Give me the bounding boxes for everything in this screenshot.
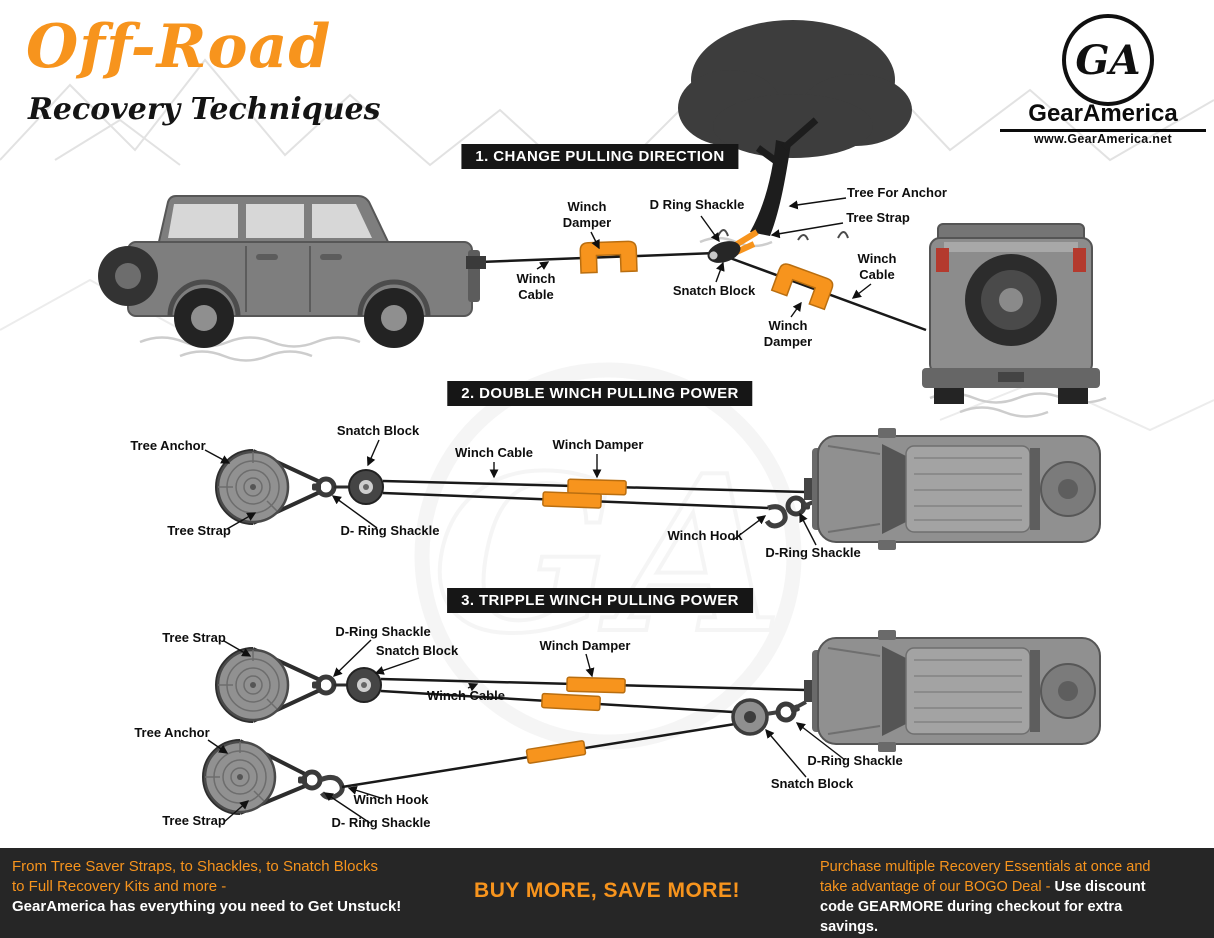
brand-website: www.GearAmerica.net — [1034, 132, 1172, 146]
winch-damper-graphic — [525, 739, 587, 765]
s2-artwork — [215, 427, 1101, 551]
label-tree-anchor: Tree Anchor — [130, 438, 206, 453]
snatch-block-graphic — [346, 667, 382, 703]
brand-name: GearAmerica — [1000, 100, 1206, 132]
label-tree-strap: Tree Strap — [846, 210, 910, 225]
winch-damper-graphic — [542, 491, 602, 509]
label-d-ring-shackle: D-Ring Shackle — [335, 624, 431, 639]
watermark: GA — [414, 362, 802, 750]
anchor-tree — [678, 20, 912, 241]
label-winch-damper: Winch Damper — [763, 318, 813, 349]
jeep-side-view — [98, 195, 486, 348]
truck-top-view — [803, 427, 1101, 551]
label-tree-strap: Tree Strap — [162, 630, 226, 645]
label-winch-hook: Winch Hook — [667, 528, 743, 543]
label-winch-damper: Winch Damper — [539, 638, 631, 653]
winch-damper-graphic — [566, 676, 626, 694]
label-d-ring-shackle: D-Ring Shackle — [765, 545, 861, 560]
label-d-ring-shackle: D-Ring Shackle — [807, 753, 903, 768]
d-ring-shackle-graphic — [776, 700, 802, 723]
tree-anchor-graphic — [203, 740, 277, 814]
label-snatch-block: Snatch Block — [336, 423, 420, 438]
footer-left-line1: From Tree Saver Straps, to Shackles, to … — [12, 858, 378, 875]
label-winch-hook: Winch Hook — [353, 792, 429, 807]
label-d-ring-shackle: D- Ring Shackle — [331, 815, 431, 830]
label-winch-cable: Winch Cable — [516, 271, 556, 302]
label-snatch-block: Snatch Block — [672, 283, 756, 298]
label-snatch-block: Snatch Block — [375, 643, 459, 658]
label-winch-damper: Winch Damper — [552, 437, 644, 452]
jeep-rear-view — [922, 223, 1100, 404]
footer-bar: From Tree Saver Straps, to Shackles, to … — [0, 848, 1214, 938]
label-tree-strap: Tree Strap — [162, 813, 226, 828]
footer-left-line3: GearAmerica has everything you need to G… — [12, 898, 402, 915]
label-winch-damper: Winch Damper — [562, 199, 612, 230]
label-d-ring-shackle: D- Ring Shackle — [340, 523, 440, 538]
label-winch-cable: Winch Cable — [427, 688, 505, 703]
tree-anchor-graphic — [216, 648, 290, 722]
winch-damper-graphic — [540, 692, 602, 712]
page-title: Off-Road — [26, 12, 332, 82]
footer-slogan: BUY MORE, SAVE MORE! — [474, 879, 740, 902]
winch-hook-graphic — [764, 504, 788, 529]
label-winch-cable: Winch Cable — [455, 445, 533, 460]
label-tree-for-anchor: Tree For Anchor — [847, 185, 947, 200]
snatch-block-graphic — [348, 469, 384, 505]
label-d-ring-shackle: D Ring Shackle — [649, 197, 745, 212]
brand-logo-icon: GA — [1062, 14, 1154, 106]
footer-right-text: Purchase multiple Recovery Essentials at… — [820, 857, 1176, 937]
brand-initials: GA — [1075, 36, 1141, 84]
footer-left-line2: to Full Recovery Kits and more - — [12, 878, 227, 895]
footer-left-text: From Tree Saver Straps, to Shackles, to … — [12, 857, 401, 917]
watermark-initials: GA — [433, 428, 783, 681]
section3-banner: 3. TRIPPLE WINCH PULLING POWER — [447, 588, 753, 613]
section1-banner: 1. CHANGE PULLING DIRECTION — [461, 144, 739, 169]
page-subtitle: Recovery Techniques — [28, 92, 381, 127]
snatch-block-1-graphic — [707, 229, 759, 263]
section2-banner: 2. DOUBLE WINCH PULLING POWER — [447, 381, 753, 406]
label-winch-cable: Winch Cable — [857, 251, 897, 282]
truck-top-view — [803, 629, 1101, 753]
label-snatch-block: Snatch Block — [770, 776, 854, 791]
label-arrows — [204, 197, 872, 824]
label-tree-strap: Tree Strap — [167, 523, 231, 538]
label-tree-anchor: Tree Anchor — [134, 725, 210, 740]
footer-right-body: Purchase multiple Recovery Essentials at… — [820, 859, 1151, 895]
winch-hook-graphic — [319, 774, 345, 800]
footer-discount-code: Use discount code GEARMORE during checko… — [820, 879, 1146, 935]
